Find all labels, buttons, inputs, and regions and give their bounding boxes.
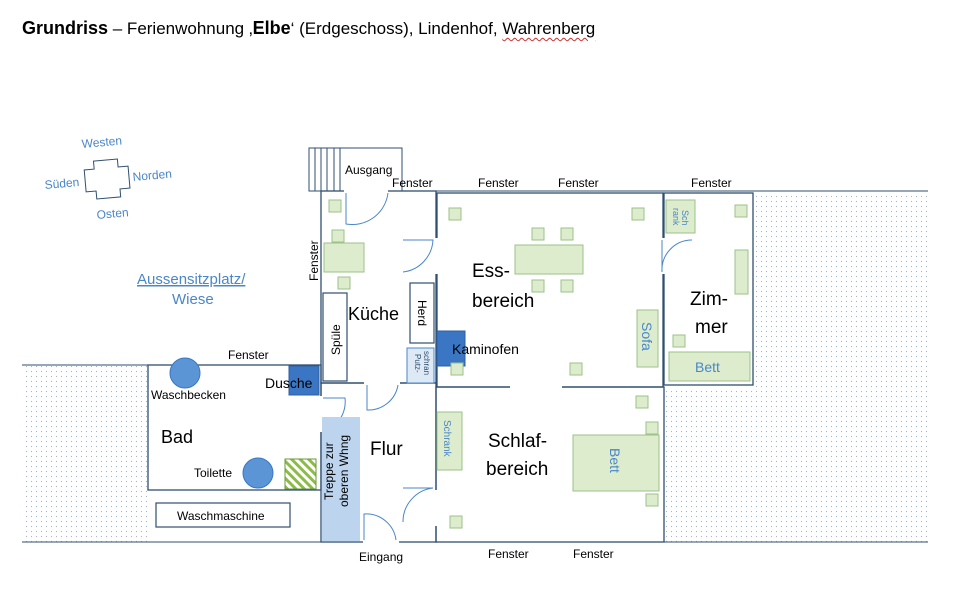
kitchen-furniture: [323, 199, 365, 290]
label-treppe2: oberen Whng: [337, 435, 351, 507]
kaminofen: [436, 330, 466, 367]
label-dusche: Dusche: [265, 375, 313, 391]
label-kaminofen: Kaminofen: [452, 341, 519, 357]
compass-icon: [83, 158, 131, 200]
label-flur: Flur: [370, 439, 403, 460]
spuele-counter: [322, 292, 348, 382]
waschmaschine-box: [155, 502, 291, 528]
label-schrank: Schrank: [441, 420, 452, 458]
label-bad: Bad: [161, 427, 193, 447]
page-title: Grundriss – Ferienwohnung ‚Elbe‘ (Erdges…: [22, 18, 595, 39]
label-zim1: Zim-: [690, 289, 728, 310]
fenster-ess-2: Fenster: [558, 176, 599, 190]
fenster-schlaf-2: Fenster: [573, 547, 614, 561]
toilette-icon: [242, 457, 274, 489]
label-spuele: Spüle: [329, 324, 343, 355]
label-sch2: rank: [671, 208, 681, 226]
fenster-schlaf-1: Fenster: [488, 547, 529, 561]
treppe: [322, 417, 360, 541]
title-rest2: ‘ (Erdgeschoss), Lindenhof,: [290, 19, 503, 38]
compass-east: Osten: [96, 205, 129, 222]
label-waschmaschine: Waschmaschine: [177, 509, 265, 523]
label-schlaf1: Schlaf-: [488, 431, 547, 452]
ground-left: [22, 366, 148, 542]
title-elbe: Elbe: [252, 18, 291, 38]
fenster-ess-1: Fenster: [478, 176, 519, 190]
zimmer-furniture: [665, 199, 751, 382]
waschbecken-icon: [169, 357, 201, 389]
label-ess1: Ess-: [472, 261, 510, 282]
outdoor-line2: Wiese: [172, 291, 214, 308]
putzschrank: [406, 347, 435, 384]
fenster-kitchen: Fenster: [392, 176, 433, 190]
compass-west: Westen: [81, 134, 123, 151]
title-bold: Grundriss: [22, 18, 109, 38]
outdoor-line1: Aussensitzplatz/: [137, 271, 246, 288]
dining-furniture: [448, 207, 659, 376]
label-bett: Bett: [695, 359, 720, 375]
title-place: Wahrenberg: [502, 19, 596, 38]
compass-north: Norden: [132, 167, 172, 184]
schlaf-furniture: [436, 395, 660, 529]
door-gaps: [319, 189, 666, 544]
label-putz1: Putz-: [413, 354, 422, 373]
label-putz2: schran: [422, 351, 431, 375]
label-bett2: Bett: [607, 448, 623, 473]
compass-south: Süden: [44, 175, 80, 192]
fenster-kitchen-side: Fenster: [307, 240, 321, 281]
label-ausgang: Ausgang: [345, 163, 392, 177]
label-ess2: bereich: [472, 291, 534, 312]
label-toilette: Toilette: [194, 466, 232, 480]
dusche: [288, 365, 320, 396]
exit-steps: [308, 147, 403, 192]
fenster-bad: Fenster: [228, 348, 269, 362]
label-kueche: Küche: [348, 304, 399, 324]
hatched-box: [284, 458, 317, 490]
label-eingang: Eingang: [359, 550, 403, 564]
label-sofa: Sofa: [639, 322, 655, 351]
label-zim2: mer: [695, 317, 728, 338]
label-waschbecken: Waschbecken: [151, 388, 226, 402]
ground-right-lower: [664, 388, 928, 542]
title-rest1: – Ferienwohnung ‚: [108, 19, 253, 38]
label-herd: Herd: [415, 300, 429, 326]
fenster-zimmer: Fenster: [691, 176, 732, 190]
herd: [409, 282, 435, 344]
ground-right-upper: [753, 193, 928, 388]
label-treppe1: Treppe zur: [322, 442, 336, 500]
label-schlaf2: bereich: [486, 459, 548, 480]
label-sch1: Sch: [680, 210, 690, 226]
